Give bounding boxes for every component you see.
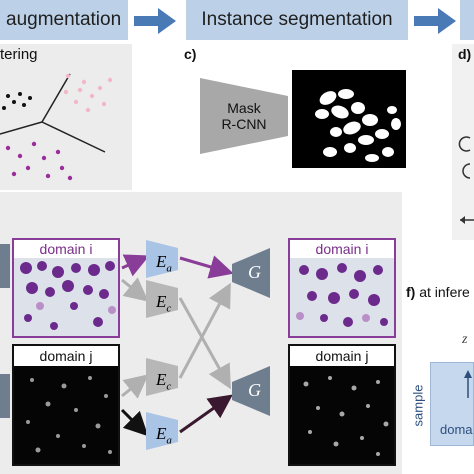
panel-f-text: at infere <box>419 284 470 300</box>
left-stubs <box>0 244 10 418</box>
header-stub <box>460 0 474 40</box>
panel-d-icons <box>458 136 474 224</box>
cluster-plot <box>0 73 113 181</box>
domain-i-left-title: domain i <box>39 241 93 257</box>
mask-rcnn-block <box>200 78 288 154</box>
domain-j-right-title: domain j <box>315 348 369 364</box>
domain-j-left-frame: domain j <box>12 344 120 466</box>
generator-top-label: G <box>248 262 261 282</box>
generator-bottom-label: G <box>248 380 261 400</box>
panel-d-label: d) <box>458 46 472 62</box>
encoder-ea-bottom-sub: a <box>166 434 172 447</box>
domain-i-right-title: domain i <box>315 241 369 257</box>
encoder-ec-bottom-e: E <box>156 370 167 389</box>
encoder-ec-top-e: E <box>156 292 167 311</box>
header-augmentation-text: augmentation <box>6 9 122 30</box>
panel-f-label: f) at infere <box>406 284 470 300</box>
segmentation-mask <box>292 70 406 168</box>
mask-rcnn-label: Mask R-CNN <box>206 100 282 132</box>
encoder-ec-bottom: Ec <box>156 370 171 392</box>
panel-c-label: c) <box>184 46 197 62</box>
panel-f-doma: doma <box>440 422 473 437</box>
panel-f-up-arrow <box>464 370 472 398</box>
encoder-ea-top-e: E <box>156 252 167 271</box>
domain-j-left-title: domain j <box>39 348 93 364</box>
encoder-ea-bottom: Ea <box>156 424 172 446</box>
encoder-ea-top: Ea <box>156 252 172 274</box>
panel-clustering-text: tering <box>0 46 38 63</box>
encoder-ec-top-sub: c <box>166 302 172 315</box>
panel-f-letter: f) <box>406 284 416 300</box>
encoder-ec-bottom-sub: c <box>166 380 172 393</box>
header-arrow-1 <box>134 8 176 34</box>
panel-clustering: tering <box>0 44 132 190</box>
domain-j-right-image <box>290 366 394 464</box>
encoder-ec-top: Ec <box>156 292 171 314</box>
domain-i-left-frame: domain i <box>12 238 120 338</box>
translation-network <box>120 240 270 450</box>
header-instance-segmentation-text: Instance segmentation <box>201 9 393 30</box>
panel-d: d) <box>452 44 474 240</box>
domain-i-left-image <box>14 258 118 336</box>
panel-f-sample: sample <box>410 384 426 427</box>
mask-rcnn-line2: R-CNN <box>221 116 267 132</box>
domain-i-right-frame: domain i <box>288 238 396 338</box>
domain-j-left-image <box>14 366 118 464</box>
domain-i-right-image <box>290 258 394 336</box>
header-augmentation: augmentation <box>0 0 128 40</box>
domain-j-right-frame: domain j <box>288 344 396 466</box>
panel-f-z: z <box>462 332 468 347</box>
mask-rcnn-line1: Mask <box>227 100 261 116</box>
header-instance-segmentation: Instance segmentation <box>186 0 408 40</box>
encoder-ea-top-sub: a <box>166 262 172 275</box>
header-arrow-2 <box>414 8 456 34</box>
encoder-ea-bottom-e: E <box>156 424 167 443</box>
